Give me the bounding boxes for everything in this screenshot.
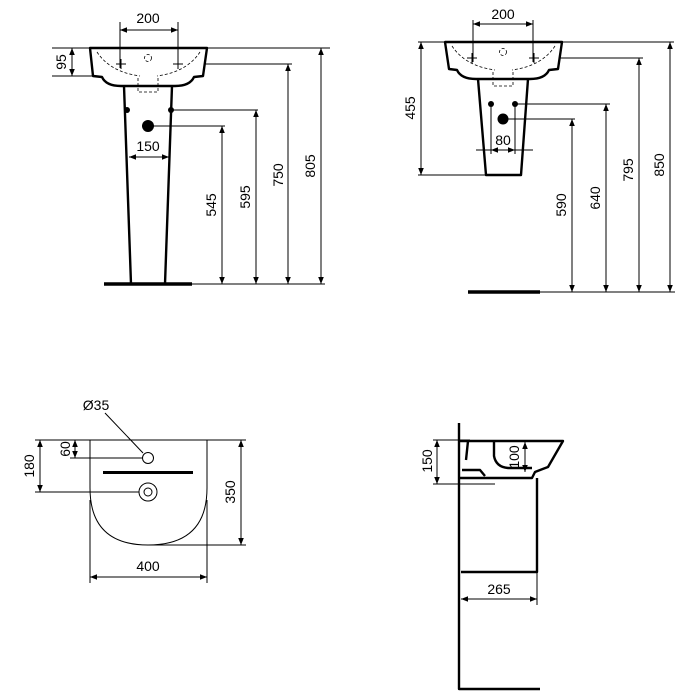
- front-view-pedestal: 200 95 150 545 595 750 805: [52, 10, 330, 286]
- supply-point-icon: [124, 107, 130, 113]
- dim-waste-height: 590: [553, 193, 569, 217]
- overflow-slot: [103, 471, 193, 474]
- dim-waste-height: 545: [203, 193, 219, 217]
- dim-depth: 350: [222, 480, 238, 504]
- dim-width: 400: [136, 558, 160, 574]
- wall-and-floor: [457, 423, 540, 691]
- dim-basin-height: 150: [419, 449, 435, 473]
- basin-outline: [88, 46, 209, 88]
- dim-basin-depth: 95: [53, 54, 69, 70]
- dim-rim-inner-height: 795: [620, 158, 636, 182]
- plan-view: Ø35 60 180 350 400: [21, 397, 246, 583]
- dim-supply-height: 640: [587, 186, 603, 210]
- dim-supply-spacing: 80: [495, 132, 511, 148]
- waste-outlet-icon: [138, 482, 158, 502]
- side-view: 150 100 265: [419, 423, 565, 691]
- dim-pedestal-width: 150: [136, 138, 160, 154]
- dim-tap-spacing: 200: [136, 10, 160, 26]
- dim-projection: 265: [487, 581, 511, 597]
- dim-tap-hole-offset: 60: [57, 441, 73, 457]
- dim-total-height: 850: [651, 153, 667, 177]
- dim-rim-inner-height: 750: [270, 163, 286, 187]
- semi-pedestal-outline: [476, 78, 530, 177]
- tap-hole-icon: [142, 452, 154, 464]
- dim-waste-offset: 180: [21, 454, 37, 478]
- dim-supply-height: 595: [237, 185, 253, 209]
- semi-pedestal-side: [461, 478, 539, 574]
- dim-tap-hole-diameter: Ø35: [83, 397, 110, 413]
- dim-pedestal-height: 455: [402, 96, 418, 120]
- pedestal-outline: [122, 85, 174, 285]
- front-view-semi-pedestal: 200 455 80 590 640 795 850: [402, 6, 675, 294]
- basin-outline: [443, 40, 564, 81]
- dim-tap-spacing: 200: [491, 6, 515, 22]
- dim-total-height: 805: [302, 154, 318, 178]
- dim-bowl-depth: 100: [506, 445, 522, 469]
- basin-side-outline: [459, 439, 565, 480]
